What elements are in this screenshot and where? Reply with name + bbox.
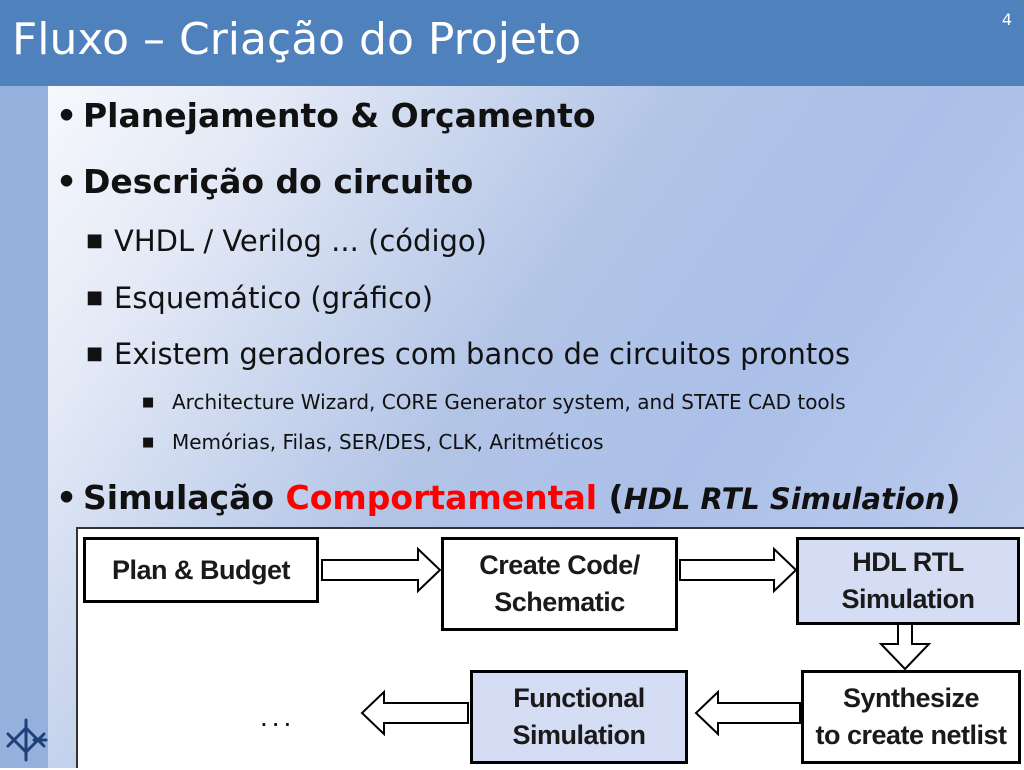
flow-arrows — [321, 546, 932, 737]
bullet-planejamento: •Planejamento & Orçamento — [56, 96, 596, 135]
sub-bullet-vhdl: ■VHDL / Verilog ... (código) — [86, 224, 487, 258]
node-plan-budget: Plan & Budget — [83, 537, 319, 603]
ellipsis-continuation: ... — [260, 701, 296, 732]
bullet-dot-icon: • — [56, 478, 78, 517]
sub-sub-bullet-memorias: ■Memórias, Filas, SER/DES, CLK, Aritméti… — [142, 430, 604, 454]
arrow-synth-to-func-icon — [694, 689, 801, 737]
square-bullet-icon: ■ — [142, 435, 155, 450]
bullet-descricao: •Descrição do circuito — [56, 162, 474, 201]
square-bullet-icon: ■ — [142, 395, 155, 410]
node-create-code: Create Code/Schematic — [441, 537, 678, 631]
square-bullet-icon: ■ — [86, 343, 104, 364]
highlight-comportamental: Comportamental — [285, 478, 598, 517]
title-bar: Fluxo – Criação do Projeto 4 — [0, 0, 1024, 86]
sub-bullet-esquematico: ■Esquemático (gráfico) — [86, 281, 434, 315]
arrow-hdl-to-synth-icon — [878, 622, 932, 671]
left-decor-strip — [0, 86, 48, 768]
square-bullet-icon: ■ — [86, 287, 104, 308]
square-bullet-icon: ■ — [86, 230, 104, 251]
bullet-dot-icon: • — [56, 162, 78, 201]
slide-number: 4 — [1001, 10, 1012, 29]
design-flow-diagram: Plan & Budget Create Code/Schematic HDL … — [76, 527, 1024, 768]
bullet-dot-icon: • — [56, 96, 78, 135]
arrow-plan-to-code-icon — [321, 546, 442, 594]
arrow-code-to-hdl-icon — [679, 546, 798, 594]
sub-sub-bullet-architecture: ■Architecture Wizard, CORE Generator sys… — [142, 390, 846, 414]
slide-title: Fluxo – Criação do Projeto — [12, 14, 582, 65]
arrow-func-to-next-icon — [360, 689, 469, 737]
bullet-simulacao: •Simulação Comportamental (HDL RTL Simul… — [56, 478, 961, 517]
sub-bullet-geradores: ■Existem geradores com banco de circuito… — [86, 337, 851, 371]
crossed-arrows-logo-icon — [6, 718, 48, 762]
italic-hdl-rtl: HDL RTL Simulation — [623, 482, 946, 516]
